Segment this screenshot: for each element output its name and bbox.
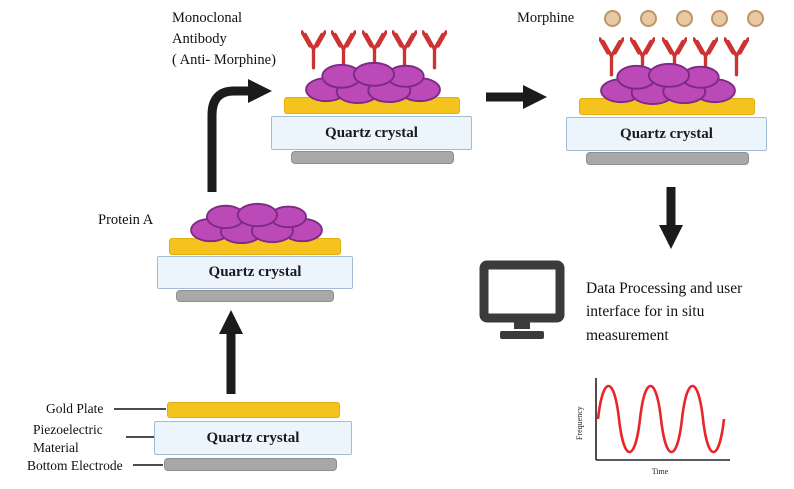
gold-plate-layer: [167, 402, 340, 418]
protein-a-label: Protein A: [98, 212, 154, 228]
bottom-electrode-layer: [176, 290, 334, 302]
protein-blobs-icon: [190, 202, 323, 244]
quartz-crystal-label: Quartz crystal: [208, 264, 302, 280]
quartz-crystal-layer: Quartz crystal: [271, 116, 472, 150]
piezoelectric-material-label: Piezoelectric Material: [33, 422, 103, 455]
morphine-bead-icon: [711, 10, 729, 27]
data-processing-label: Data Processing and user interface for i…: [586, 280, 743, 344]
bottom-electrode-layer: [164, 458, 337, 471]
morphine-bead-row: [604, 10, 764, 27]
bottom-electrode-label: Bottom Electrode: [27, 458, 123, 473]
quartz-crystal-layer: Quartz crystal: [154, 421, 352, 455]
frequency-time-graph: Frequency Time: [575, 378, 730, 476]
computer-monitor-icon: [479, 260, 565, 339]
quartz-crystal-label: Quartz crystal: [325, 124, 418, 141]
graph-ylabel: Frequency: [575, 406, 584, 440]
quartz-crystal-label: Quartz crystal: [206, 429, 300, 446]
morphine-label: Morphine: [517, 10, 575, 26]
morphine-bead-icon: [675, 10, 693, 27]
protein-blobs-icon: [305, 61, 441, 104]
morphine-bead-icon: [747, 10, 764, 27]
quartz-crystal-layer: Quartz crystal: [566, 117, 767, 151]
graph-xlabel: Time: [652, 467, 669, 476]
morphine-bead-icon: [639, 10, 657, 27]
protein-blobs-icon: [600, 62, 736, 105]
bottom-electrode-layer: [586, 152, 749, 165]
bottom-electrode-layer: [291, 151, 454, 164]
quartz-crystal-layer: Quartz crystal: [157, 256, 353, 289]
curved-arrow-icon: [207, 79, 272, 192]
morphine-bead-icon: [604, 10, 621, 27]
monoclonal-antibody-label: Monoclonal Antibody ( Anti- Morphine): [172, 10, 276, 69]
sine-wave: [596, 384, 726, 454]
quartz-crystal-label: Quartz crystal: [620, 125, 713, 142]
gold-plate-label: Gold Plate: [46, 401, 104, 416]
